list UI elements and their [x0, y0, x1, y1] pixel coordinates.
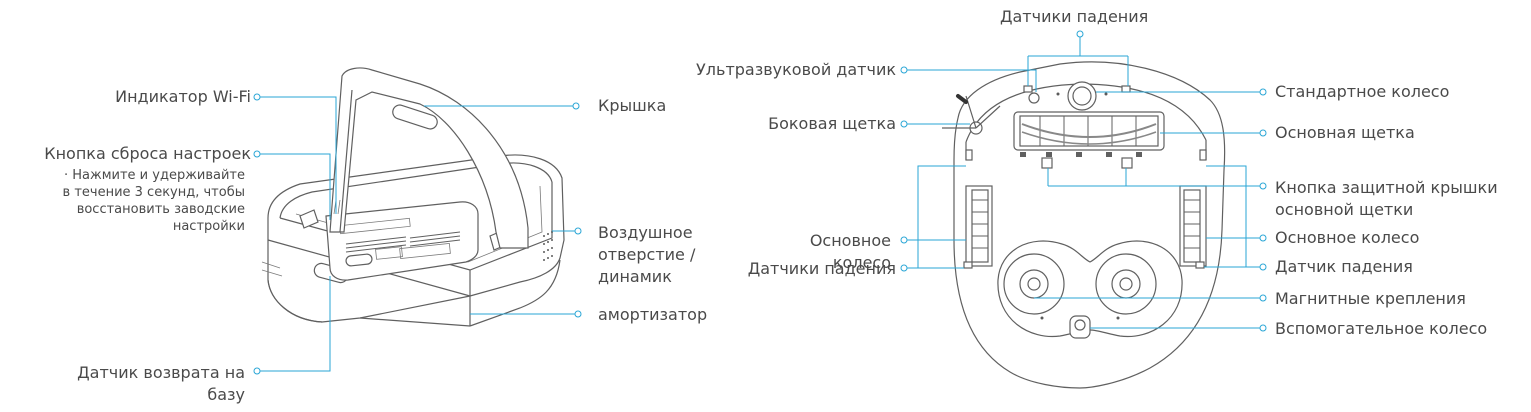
label-main-wheel-left-2: колесо	[832, 253, 891, 272]
lid	[329, 67, 529, 249]
leaders-right	[900, 30, 1267, 332]
label-lid: Крышка	[598, 96, 667, 115]
side-brush	[942, 94, 1001, 135]
robot-bottom-illustration	[942, 61, 1226, 389]
standard-wheel	[1067, 81, 1097, 111]
label-dock-sensor-1: Датчик возврата на	[77, 363, 245, 382]
cliff-sensor-right	[1195, 261, 1205, 269]
label-aux-wheel: Вспомогательное колесо	[1275, 319, 1488, 338]
label-bumper: амортизатор	[598, 305, 708, 324]
label-dock-sensor-2: базу	[207, 385, 245, 404]
brush-cover-button-right	[1121, 157, 1133, 169]
label-air-vent-2: отверстие /	[598, 245, 696, 264]
label-brush-cover-button-1: Кнопка защитной крышки	[1275, 178, 1498, 197]
label-air-vent-1: Воздушное	[598, 223, 693, 242]
label-wifi-indicator: Индикатор Wi-Fi	[115, 87, 251, 106]
cliff-sensor-top-left	[1023, 85, 1033, 93]
label-air-vent-3: динамик	[598, 267, 672, 286]
label-brush-cover-button-2: основной щетки	[1275, 200, 1414, 219]
label-side-brush: Боковая щетка	[768, 114, 896, 133]
label-standard-wheel: Стандартное колесо	[1275, 82, 1450, 101]
leaders-left	[253, 93, 582, 375]
cliff-sensor-left	[963, 261, 973, 269]
label-reset-button: Кнопка сброса настроек	[44, 144, 251, 163]
brush-cover-button-left	[1041, 157, 1053, 169]
label-main-brush: Основная щетка	[1275, 123, 1415, 142]
ultrasonic-sensor	[1028, 92, 1040, 104]
label-reset-desc-2: в течение 3 секунд, чтобы	[62, 185, 245, 200]
label-main-wheel-left-1: Основное	[809, 231, 891, 250]
robot-top-illustration	[261, 67, 565, 327]
label-magnetic-mounts: Магнитные крепления	[1275, 289, 1466, 308]
label-reset-desc-1: · Нажмите и удерживайте	[64, 168, 245, 183]
lid-handle	[392, 104, 438, 130]
label-main-wheel-right: Основное колесо	[1275, 228, 1420, 247]
cliff-sensor-top-right	[1121, 85, 1131, 93]
aux-wheel	[1069, 315, 1091, 339]
label-ultrasonic-sensor: Ультразвуковой датчик	[696, 60, 896, 79]
speaker-grille	[543, 231, 553, 261]
label-cliff-sensor-right: Датчик падения	[1275, 257, 1413, 276]
label-cliff-sensors-left: Датчики падения	[747, 259, 896, 278]
label-reset-desc-3: восстановить заводские	[76, 202, 245, 217]
label-reset-desc-4: настройки	[172, 219, 245, 234]
label-cliff-sensors-top: Датчики падения	[1000, 7, 1149, 26]
